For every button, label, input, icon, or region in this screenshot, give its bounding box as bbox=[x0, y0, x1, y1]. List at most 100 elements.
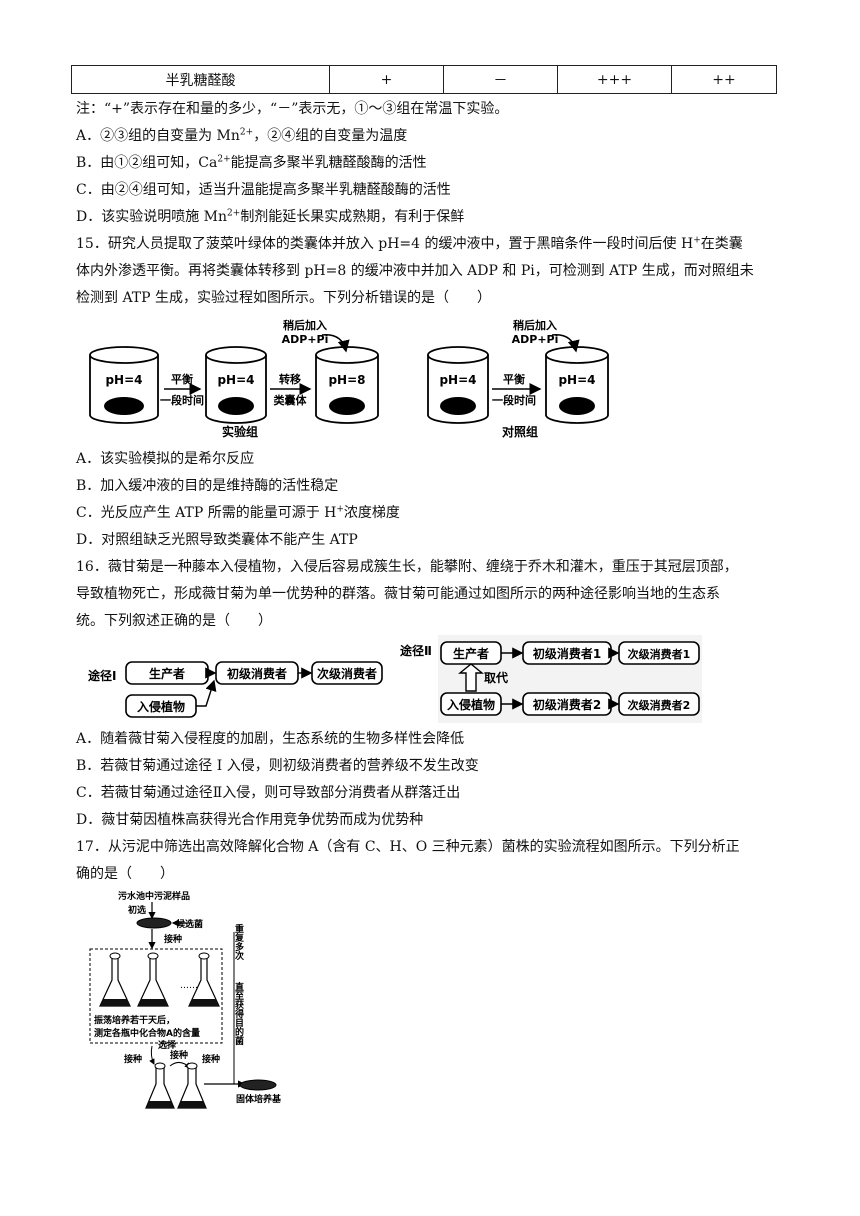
arrow bbox=[149, 1045, 155, 1065]
flask bbox=[177, 1062, 207, 1109]
superscript: 2+ bbox=[217, 154, 231, 165]
q16-figure: 途径Ⅰ 生产者 入侵植物 初级消费者 次级消费者 途径Ⅱ 生产者 初级消费者1 … bbox=[88, 635, 702, 723]
superscript: + bbox=[693, 235, 701, 246]
beaker-exp-2: pH=4 bbox=[205, 346, 267, 424]
q17-stem-line2: 确的是（ ） bbox=[76, 866, 174, 882]
invasive-label: 入侵植物 bbox=[447, 697, 495, 712]
arrow bbox=[196, 679, 217, 707]
table-cell-name: 半乳糖醛酸 bbox=[71, 65, 330, 94]
q16-stem-line2: 导致植物死亡，形成薇甘菊为单一优势种的群落。薇甘菊可能通过如图所示的两种途径影响… bbox=[76, 586, 720, 602]
flask bbox=[145, 1062, 175, 1109]
text: 浓度梯度 bbox=[343, 505, 400, 521]
q17-figure: 污水池中污泥样品 初选 候选菌 接种 …… 振荡培养若干天后， 测定各瓶中化合物… bbox=[89, 890, 282, 1109]
thylakoid-mass bbox=[559, 397, 595, 415]
q14-option-a: A．②③组的自变量为 Mn2+，②④组的自变量为温度 bbox=[76, 126, 407, 146]
add-label: 稍后加入 bbox=[283, 318, 327, 332]
q16-option-c: C．若薇甘菊通过途径Ⅱ入侵，则可导致部分消费者从群落迁出 bbox=[76, 785, 461, 801]
superscript: + bbox=[336, 504, 344, 515]
text: B．由①②组可知，Ca bbox=[76, 155, 218, 171]
sample-label: 污水池中污泥样品 bbox=[118, 890, 190, 902]
ctrl-group-label: 对照组 bbox=[502, 424, 538, 439]
solid-medium-dish bbox=[239, 1079, 277, 1091]
replace-label: 取代 bbox=[484, 670, 508, 685]
beaker-ctrl-2: pH=4 bbox=[545, 346, 609, 424]
time-label: 一段时间 bbox=[160, 393, 204, 407]
thylakoid-label: 类囊体 bbox=[274, 393, 308, 407]
q16-option-a: A．随着薇甘菊入侵程度的加剧，生态系统的生物多样性会降低 bbox=[76, 731, 465, 747]
q14-option-d: D．该实验说明喷施 Mn2+制剂能延长果实成熟期，有利于保鲜 bbox=[76, 207, 464, 227]
text: 在类囊 bbox=[700, 236, 743, 252]
enzyme-table: 半乳糖醛酸 + － +++ ++ bbox=[71, 65, 777, 94]
select-label: 选择 bbox=[158, 1039, 177, 1051]
q15-figure: pH=4 平衡 一段时间 pH=4 转移 类囊体 pH=8 稍后加入 ADP+P… bbox=[89, 318, 609, 439]
q15-stem-line3: 检测到 ATP 生成，实验过程如图所示。下列分析错误的是（ ） bbox=[76, 290, 492, 306]
table-note: 注：“+”表示存在和量的多少，“－”表示无，①～③组在常温下实验。 bbox=[76, 101, 509, 117]
transfer-label: 转移 bbox=[279, 372, 301, 386]
ph-label: pH=8 bbox=[328, 373, 365, 387]
text: D．该实验说明喷施 Mn bbox=[76, 209, 228, 225]
invasive-label: 入侵植物 bbox=[137, 699, 185, 714]
arrow bbox=[321, 334, 350, 353]
q16-option-b: B．若薇甘菊通过途径 I 入侵，则初级消费者的营养级不发生改变 bbox=[76, 758, 479, 774]
text: 制剂能延长果实成熟期，有利于保鲜 bbox=[240, 209, 465, 225]
arrow bbox=[551, 334, 580, 353]
primary1-label: 初级消费者1 bbox=[533, 646, 601, 661]
beaker-ctrl-1: pH=4 bbox=[427, 346, 489, 424]
ph-label: pH=4 bbox=[217, 373, 254, 387]
initial-label: 初选 bbox=[128, 904, 146, 916]
thylakoid-mass bbox=[104, 397, 144, 415]
petri-dish bbox=[136, 917, 172, 929]
inoculate-label: 接种 bbox=[164, 933, 182, 945]
superscript: 2+ bbox=[239, 127, 254, 138]
shake-label-2: 测定各瓶中化合物A的含量 bbox=[94, 1027, 200, 1039]
secondary2-label: 次级消费者2 bbox=[628, 698, 691, 712]
q15-stem-line1: 15．研究人员提取了菠菜叶绿体的类囊体并放入 pH=4 的缓冲液中，置于黑暗条件… bbox=[76, 234, 743, 254]
secondary-label: 次级消费者 bbox=[317, 666, 377, 681]
text: 能提高多聚半乳糖醛酸酶的活性 bbox=[230, 155, 427, 171]
beaker-exp-1: pH=4 bbox=[89, 346, 159, 424]
shake-label-1: 振荡培养若干天后， bbox=[94, 1014, 175, 1026]
exp-group-label: 实验组 bbox=[222, 424, 258, 439]
q15-stem-line2: 体内外渗透平衡。再将类囊体转移到 pH=8 的缓冲液中并加入 ADP 和 Pi，… bbox=[76, 263, 754, 279]
thylakoid-mass bbox=[218, 397, 254, 415]
dots-label: …… bbox=[180, 981, 198, 991]
time-label: 一段时间 bbox=[492, 393, 536, 407]
primary-label: 初级消费者 bbox=[227, 666, 287, 681]
q14-option-b: B．由①②组可知，Ca2+能提高多聚半乳糖醛酸酶的活性 bbox=[76, 153, 427, 173]
q16-option-d: D．薇甘菊因植株高获得光合作用竞争优势而成为优势种 bbox=[76, 812, 424, 828]
inoculate-label: 接种 bbox=[202, 1053, 220, 1065]
path2-label: 途径Ⅱ bbox=[400, 643, 432, 658]
q15-option-d: D．对照组缺乏光照导致类囊体不能产生 ATP bbox=[76, 532, 358, 548]
replace-arrow bbox=[458, 663, 484, 692]
table-cell: － bbox=[443, 65, 558, 94]
q17-stem-line1: 17．从污泥中筛选出高效降解化合物 A（含有 C、H、O 三种元素）菌株的实验流… bbox=[76, 839, 740, 855]
until-label: 直至获得目的菌 bbox=[233, 981, 245, 1046]
adp-label: ADP+Pi bbox=[512, 333, 559, 346]
candidate-label: 候选菌 bbox=[176, 918, 203, 930]
balance-label: 平衡 bbox=[503, 372, 525, 386]
text: C．光反应产生 ATP 所需的能量可源于 H bbox=[76, 505, 337, 521]
table-cell: +++ bbox=[557, 65, 672, 94]
flask bbox=[188, 952, 220, 1007]
q15-option-c: C．光反应产生 ATP 所需的能量可源于 H+浓度梯度 bbox=[76, 503, 400, 523]
adp-label: ADP+Pi bbox=[282, 333, 329, 346]
culture-frame bbox=[89, 948, 223, 1044]
inoculate-label: 接种 bbox=[124, 1053, 142, 1065]
text: 15．研究人员提取了菠菜叶绿体的类囊体并放入 pH=4 的缓冲液中，置于黑暗条件… bbox=[76, 236, 694, 252]
q15-option-a: A．该实验模拟的是希尔反应 bbox=[76, 451, 255, 467]
add-label: 稍后加入 bbox=[513, 318, 557, 332]
table-cell: + bbox=[329, 65, 444, 94]
producer-label: 生产者 bbox=[453, 646, 489, 661]
q16-stem-line3: 统。下列叙述正确的是（ ） bbox=[76, 613, 272, 629]
thylakoid-mass bbox=[440, 397, 476, 415]
repeat-label: 重复多次 bbox=[233, 923, 245, 961]
ph-label: pH=4 bbox=[105, 373, 142, 387]
producer-label: 生产者 bbox=[149, 666, 185, 681]
flask bbox=[99, 952, 131, 1007]
path1-label: 途径Ⅰ bbox=[88, 668, 116, 683]
table-row: 半乳糖醛酸 + － +++ ++ bbox=[71, 65, 777, 94]
superscript: 2+ bbox=[227, 208, 241, 219]
balance-label: 平衡 bbox=[171, 372, 193, 386]
ph-label: pH=4 bbox=[558, 373, 595, 387]
thylakoid-mass bbox=[329, 397, 365, 415]
